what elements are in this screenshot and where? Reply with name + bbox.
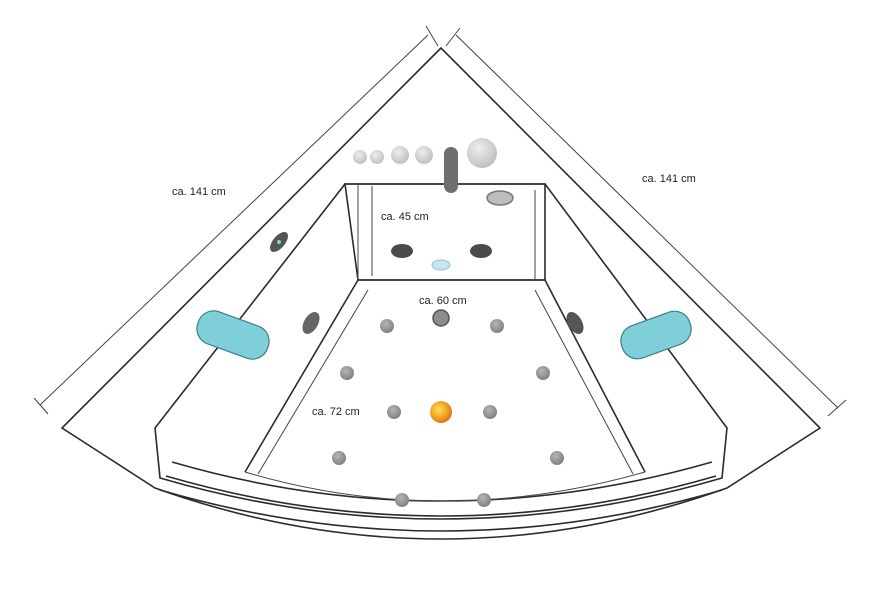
floor-left-inner	[257, 289, 369, 475]
headrest-pillow-icon	[196, 310, 270, 360]
overflow-drain-icon	[486, 190, 514, 206]
apron-step-2	[165, 475, 717, 517]
dimension-line-left	[33, 25, 439, 415]
tub-outer-rim	[60, 46, 822, 540]
drain-icon	[431, 259, 451, 271]
control-knob-icon[interactable]	[370, 150, 384, 164]
massage-jet-icon	[395, 493, 409, 507]
floor-jet-top-center	[432, 309, 450, 327]
massage-jet-icon	[380, 319, 394, 333]
back-jet-right	[470, 244, 492, 258]
faucet-icon[interactable]	[444, 147, 458, 193]
led-light-icon	[430, 401, 452, 423]
side-jet-right	[566, 312, 584, 334]
massage-jet-icon	[550, 451, 564, 465]
dimension-right-label: ca. 141 cm	[642, 173, 696, 185]
massage-jet-icon	[387, 405, 401, 419]
floor-front-edge	[244, 471, 646, 502]
massage-jet-icon	[483, 405, 497, 419]
control-knob-icon[interactable]	[415, 146, 433, 164]
control-knob-icon[interactable]	[353, 150, 367, 164]
floor-right-inner	[534, 289, 634, 475]
apron-step-3	[159, 489, 723, 532]
dimension-left-label: ca. 141 cm	[172, 186, 226, 198]
back-jet-left	[391, 244, 413, 258]
basin-floor	[244, 279, 646, 473]
massage-jet-icon	[490, 319, 504, 333]
headrest-pillow-icon	[620, 310, 692, 360]
dimension-depth-label: ca. 45 cm	[381, 211, 429, 223]
dimension-line-right	[445, 27, 847, 417]
massage-jet-icon	[536, 366, 550, 380]
massage-jet-icon	[477, 493, 491, 507]
dimension-inner-width-label: ca. 60 cm	[419, 295, 467, 307]
apron-step-1	[171, 461, 713, 502]
side-jet-left	[302, 312, 320, 334]
control-knob-icon[interactable]	[391, 146, 409, 164]
dimension-inner-length-label: ca. 72 cm	[312, 406, 360, 418]
massage-jet-icon	[332, 451, 346, 465]
control-panel	[353, 138, 514, 206]
tub-inner-rim	[154, 183, 728, 520]
massage-jet-icon	[340, 366, 354, 380]
control-knob-icon[interactable]	[467, 138, 497, 168]
